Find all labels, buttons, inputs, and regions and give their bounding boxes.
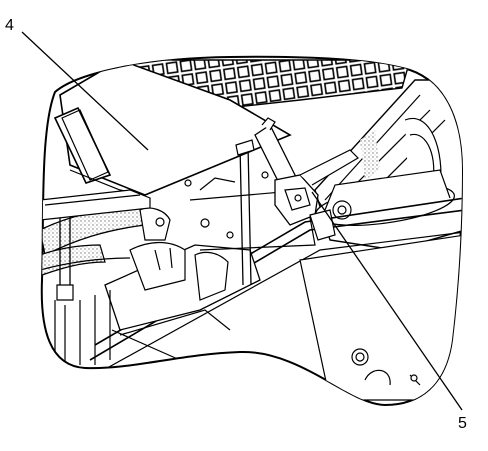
drain-plug: [351, 348, 421, 386]
panel-slot: [53, 106, 112, 184]
callout-label-5: 5: [458, 415, 467, 432]
leader-line-5: [311, 191, 463, 411]
left-hose-lower: [41, 244, 106, 276]
hood-latch: [254, 117, 359, 241]
dipstick-tube: [239, 144, 252, 286]
callout-leaders: [21, 31, 463, 411]
right-fender-stipple: [360, 130, 380, 180]
callout-label-4: 4: [5, 17, 14, 34]
lower-right-plate: [299, 234, 463, 401]
leader-line-4: [21, 31, 149, 151]
illustration-content: [41, 59, 463, 401]
